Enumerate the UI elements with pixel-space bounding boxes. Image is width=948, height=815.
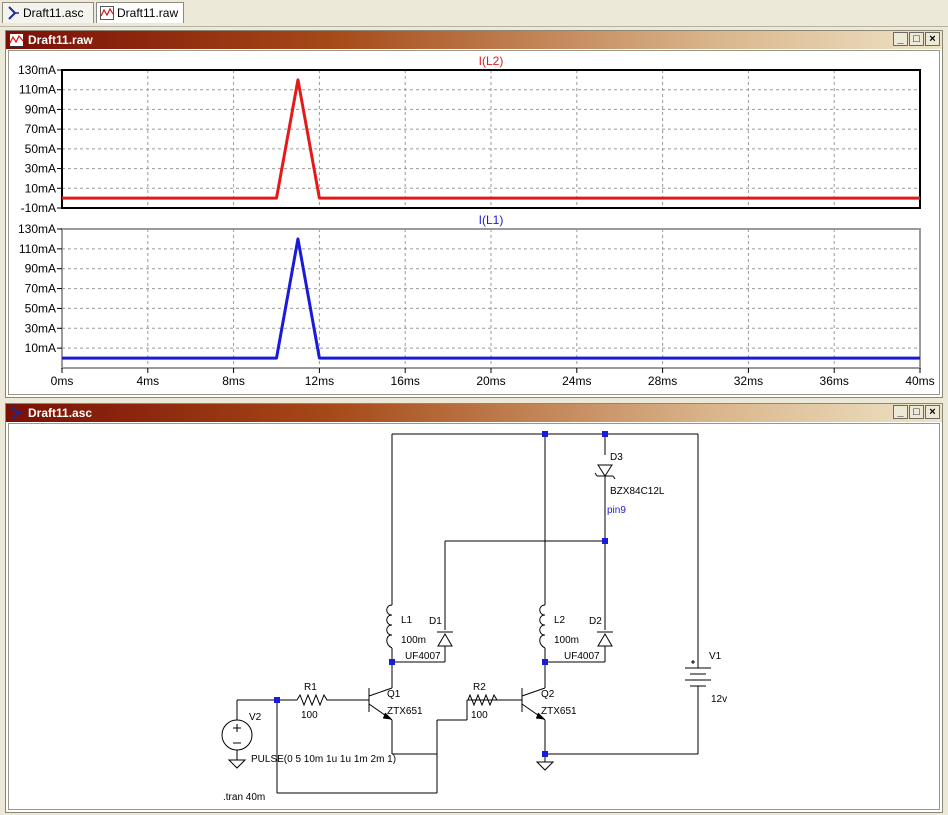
y-tick-label: 110mA: [19, 83, 56, 97]
l2-value: 100m: [554, 635, 579, 646]
close-button[interactable]: ×: [925, 32, 940, 46]
junction-dots: [274, 431, 608, 757]
plot-pane-0[interactable]: 130mA 110mA 90mA 70mA 50mA 30mA 10mA -10mA I(L2): [18, 54, 921, 215]
battery-v1[interactable]: [685, 658, 711, 688]
x-tick-label: 4ms: [136, 374, 159, 388]
plot-title: I(L2): [479, 54, 504, 68]
spice-directive[interactable]: .tran 40m: [223, 792, 265, 803]
x-tick-label: 28ms: [648, 374, 677, 388]
v1-ref: V1: [709, 651, 722, 662]
v1-value: 12v: [711, 694, 727, 705]
d3-value: BZX84C12L: [610, 486, 665, 497]
tab-draft11-raw[interactable]: Draft11.raw: [96, 2, 184, 23]
inductor-l2[interactable]: [539, 604, 546, 649]
x-tick-label: 0ms: [51, 374, 74, 388]
window-title: Draft11.asc: [28, 406, 93, 420]
ground-symbol: [227, 759, 247, 769]
y-tick-label: -10mA: [21, 201, 56, 215]
x-tick-label: 36ms: [820, 374, 849, 388]
minimize-button[interactable]: _: [893, 405, 908, 419]
y-tick-label: 30mA: [25, 162, 56, 176]
y-tick-label: 90mA: [25, 262, 56, 276]
r1-ref: R1: [304, 682, 317, 693]
r2-ref: R2: [473, 682, 486, 693]
diode-d2[interactable]: [597, 631, 613, 647]
q1-value: ZTX651: [387, 706, 423, 717]
restore-button[interactable]: □: [909, 32, 924, 46]
x-tick-label: 24ms: [562, 374, 591, 388]
net-label-pin9[interactable]: pin9: [607, 505, 626, 516]
minimize-button[interactable]: _: [893, 32, 908, 46]
v2-value: PULSE(0 5 10m 1u 1u 1m 2m 1): [251, 754, 396, 765]
waveform-window: Draft11.raw _□× 130mA 110mA 90mA 70mA 50mA 30…: [5, 30, 943, 398]
tab-label: Draft11.raw: [117, 6, 179, 20]
transistor-q1[interactable]: [368, 687, 393, 721]
resistor-r1[interactable]: [296, 693, 329, 707]
x-tick-label: 8ms: [222, 374, 245, 388]
schematic-window-titlebar[interactable]: Draft11.asc _□×: [6, 404, 942, 422]
schematic-diagram[interactable]: D3 BZX84C12L pin9 L1 100m D1 UF4007 L2 1…: [9, 424, 939, 810]
x-tick-label: 12ms: [305, 374, 334, 388]
y-tick-label: 10mA: [25, 341, 56, 355]
y-tick-label: 70mA: [25, 122, 56, 136]
document-tab-bar: Draft11.asc Draft11.raw: [0, 0, 948, 27]
d2-value: UF4007: [564, 651, 600, 662]
series-line-i-l2-: [62, 78, 920, 200]
resistor-r2[interactable]: [467, 693, 500, 707]
d1-ref: D1: [429, 616, 442, 627]
d3-ref: D3: [610, 452, 623, 463]
y-tick-label: 50mA: [25, 301, 56, 315]
tab-label: Draft11.asc: [23, 6, 84, 20]
l2-ref: L2: [554, 615, 566, 626]
waveform-icon: [100, 6, 114, 20]
r1-value: 100: [301, 710, 318, 721]
y-tick-label: 110mA: [19, 242, 56, 256]
schematic-icon: [8, 6, 19, 20]
schematic-window: Draft11.asc _□×: [5, 403, 943, 813]
y-tick-label: 90mA: [25, 102, 56, 116]
plot-frame: [61, 69, 921, 209]
waveform-window-titlebar[interactable]: Draft11.raw _□×: [6, 31, 942, 49]
d1-value: UF4007: [405, 651, 441, 662]
ground-symbol: [535, 761, 555, 771]
y-tick-label: 30mA: [25, 321, 56, 335]
transistor-q2[interactable]: [521, 687, 546, 721]
window-title: Draft11.raw: [28, 33, 93, 47]
waveform-plot-area[interactable]: 130mA 110mA 90mA 70mA 50mA 30mA 10mA -10mA I(L2)…: [8, 50, 940, 395]
r2-value: 100: [471, 710, 488, 721]
y-tick-label: 10mA: [25, 181, 56, 195]
l1-ref: L1: [401, 615, 413, 626]
y-tick-label: 130mA: [18, 222, 56, 236]
schematic-canvas[interactable]: D3 BZX84C12L pin9 L1 100m D1 UF4007 L2 1…: [8, 423, 940, 810]
tab-draft11-asc[interactable]: Draft11.asc: [2, 2, 94, 23]
plot-title: I(L1): [479, 213, 504, 227]
close-button[interactable]: ×: [925, 405, 940, 419]
inductor-l1[interactable]: [386, 604, 393, 649]
l1-value: 100m: [401, 635, 426, 646]
waveform-plots[interactable]: 130mA 110mA 90mA 70mA 50mA 30mA 10mA -10mA I(L2)…: [9, 51, 939, 395]
voltage-source-v2[interactable]: [221, 719, 253, 751]
x-tick-label: 32ms: [734, 374, 763, 388]
d2-ref: D2: [589, 616, 602, 627]
schematic-icon: [11, 406, 23, 420]
v2-ref: V2: [249, 712, 262, 723]
y-tick-label: 70mA: [25, 282, 56, 296]
diode-d1[interactable]: [437, 631, 453, 647]
wires: [236, 433, 699, 794]
x-tick-label: 20ms: [476, 374, 505, 388]
zener-diode-d3[interactable]: [594, 464, 616, 480]
waveform-icon: [9, 33, 24, 47]
y-tick-label: 50mA: [25, 142, 56, 156]
x-tick-label: 40ms: [905, 374, 934, 388]
x-tick-label: 16ms: [391, 374, 420, 388]
q1-ref: Q1: [387, 689, 401, 700]
q2-ref: Q2: [541, 689, 555, 700]
series-line-i-l1-: [62, 237, 920, 360]
plot-pane-1[interactable]: 130mA 110mA 90mA 70mA 50mA 30mA 10mA 0ms 4ms 8ms 1…: [18, 213, 935, 388]
y-tick-label: 130mA: [18, 63, 56, 77]
restore-button[interactable]: □: [909, 405, 924, 419]
q2-value: ZTX651: [541, 706, 577, 717]
